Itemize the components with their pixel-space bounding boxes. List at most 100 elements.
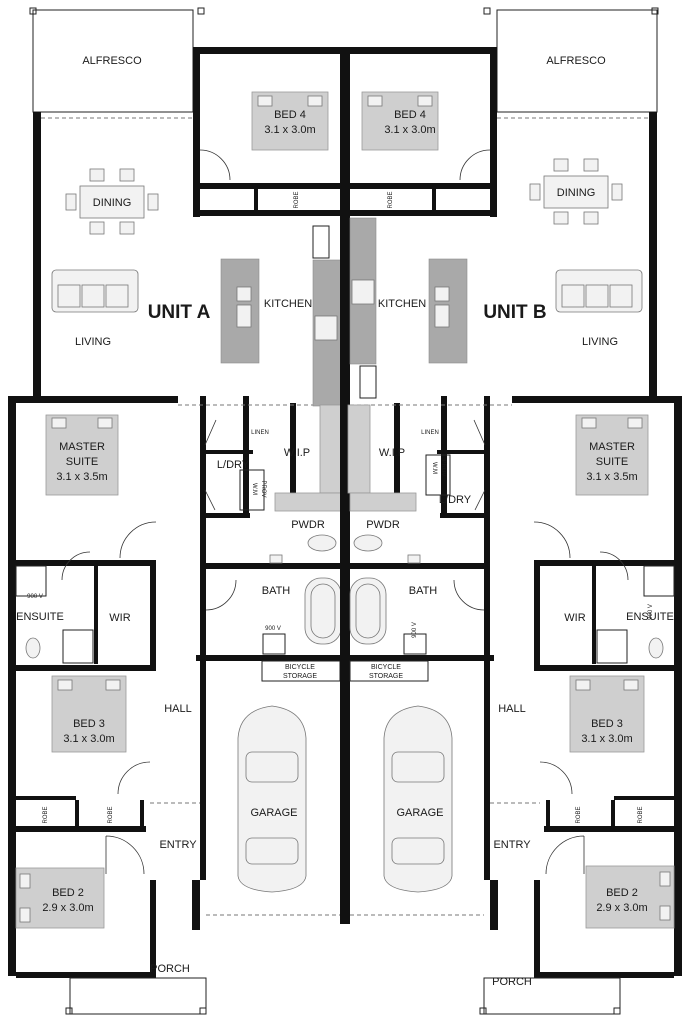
porch-label: PORCH xyxy=(492,976,532,988)
master-suite-b: MASTER SUITE 3.1 x 3.5m xyxy=(533,414,649,559)
bed3-size: 3.1 x 3.0m xyxy=(63,733,114,745)
hall-label: HALL xyxy=(498,703,526,715)
bicycle-label: BICYCLE xyxy=(285,664,315,671)
garage-a: GARAGE xyxy=(237,705,307,893)
bath-label: BATH xyxy=(409,585,438,597)
master-suite-a: MASTER SUITE 3.1 x 3.5m xyxy=(45,414,157,559)
storage-label: STORAGE xyxy=(369,673,403,680)
ensuite-v900-label: 900 V xyxy=(648,604,654,620)
robe-label: ROBE xyxy=(294,191,300,208)
bicycle-storage-b: BICYCLE STORAGE xyxy=(349,660,429,682)
v900-label: 900 V xyxy=(412,622,418,638)
dining-label: DINING xyxy=(93,197,132,209)
bed4-label: BED 4 xyxy=(274,109,306,121)
linen-wip-ldry-a: LINEN W.I.P L/DRY W.M PROV xyxy=(204,404,343,512)
bed2-b: BED 2 2.9 x 3.0m xyxy=(585,865,675,929)
wip-label: W.I.P xyxy=(284,447,310,459)
walls-a xyxy=(8,47,346,978)
unit-a-title: UNIT A xyxy=(148,302,211,323)
bed3-a: BED 3 3.1 x 3.0m ROBE ROBE xyxy=(43,675,151,824)
living-label: LIVING xyxy=(582,336,618,348)
robe-label: ROBE xyxy=(388,191,394,208)
v900-label: 900 V xyxy=(265,626,281,632)
garage-label: GARAGE xyxy=(250,807,297,819)
bed2-robe-label: ROBE xyxy=(576,806,582,823)
bath-a: BATH 900 V xyxy=(205,577,342,655)
bed3-label: BED 3 xyxy=(73,718,105,730)
wip-label: W.I.P xyxy=(379,447,405,459)
master-label: MASTER xyxy=(589,441,635,453)
ldry-label: L/DRY xyxy=(217,459,250,471)
bed2-a: BED 2 2.9 x 3.0m xyxy=(15,867,105,929)
master-label-2: SUITE xyxy=(66,456,98,468)
ensuite-wir-b: 900 V ENSUITE WIR xyxy=(564,551,675,664)
kitchen-label: KITCHEN xyxy=(378,298,426,310)
storage-label: STORAGE xyxy=(283,673,317,680)
porch-b: PORCH xyxy=(479,976,621,1015)
pwdr-a: PWDR xyxy=(269,519,337,564)
living-b: LIVING xyxy=(555,269,643,348)
bed2-size: 2.9 x 3.0m xyxy=(42,902,93,914)
bicycle-storage-a: BICYCLE STORAGE xyxy=(261,660,341,682)
bed4-size: 3.1 x 3.0m xyxy=(264,124,315,136)
living-label: LIVING xyxy=(75,336,111,348)
party-wall xyxy=(340,54,350,924)
ldry-label: L/DRY xyxy=(439,494,472,506)
bed2-robe-label: ROBE xyxy=(108,806,114,823)
dining-b: DINING xyxy=(529,158,623,225)
bed4-a: BED 4 3.1 x 3.0m ROBE xyxy=(199,91,329,209)
alfresco-label: ALFRESCO xyxy=(82,55,142,67)
wm-label: W.M xyxy=(251,483,257,495)
linen-label: LINEN xyxy=(251,430,269,436)
hall-label: HALL xyxy=(164,703,192,715)
bed3-robe-label: ROBE xyxy=(43,806,49,823)
ensuite-label: ENSUITE xyxy=(626,611,674,623)
linen-wip-ldry-b: LINEN W.I.P L/DRY W.M PROV xyxy=(347,404,486,512)
unit-a: ALFRESCO xyxy=(8,7,346,1015)
entry-label: ENTRY xyxy=(493,839,531,851)
bed3-b: BED 3 3.1 x 3.0m ROBE ROBE xyxy=(539,675,645,824)
pwdr-label: PWDR xyxy=(291,519,325,531)
alfresco-label: ALFRESCO xyxy=(546,55,606,67)
master-label-2: SUITE xyxy=(596,456,628,468)
alfresco-b: ALFRESCO xyxy=(483,7,659,113)
bed3-robe-label: ROBE xyxy=(638,806,644,823)
bed2-label: BED 2 xyxy=(606,887,638,899)
living-a: LIVING xyxy=(51,269,139,348)
bed2-size: 2.9 x 3.0m xyxy=(596,902,647,914)
pwdr-label: PWDR xyxy=(366,519,400,531)
bicycle-label: BICYCLE xyxy=(371,664,401,671)
kitchen-label: KITCHEN xyxy=(264,298,312,310)
entry-label: ENTRY xyxy=(159,839,197,851)
linen-label: LINEN xyxy=(421,430,439,436)
wir-label: WIR xyxy=(109,612,130,624)
pwdr-b: PWDR xyxy=(353,519,421,564)
kitchen-a: KITCHEN xyxy=(220,225,342,407)
bed4-size: 3.1 x 3.0m xyxy=(384,124,435,136)
ensuite-v900-label: 900 V xyxy=(27,594,43,600)
garage-b: GARAGE xyxy=(383,705,453,893)
master-size: 3.1 x 3.5m xyxy=(586,471,637,483)
prov-label: PROV xyxy=(440,459,446,476)
kitchen-b: KITCHEN xyxy=(349,217,468,399)
ensuite-wir-a: 900 V ENSUITE WIR xyxy=(15,551,131,664)
walls-b xyxy=(344,47,682,978)
bed4-b: BED 4 3.1 x 3.0m ROBE xyxy=(361,91,491,209)
bed2-label: BED 2 xyxy=(52,887,84,899)
garage-label: GARAGE xyxy=(396,807,443,819)
unit-b-title: UNIT B xyxy=(483,302,546,323)
ensuite-label: ENSUITE xyxy=(16,611,64,623)
bath-label: BATH xyxy=(262,585,291,597)
alfresco-a: ALFRESCO xyxy=(29,7,205,113)
wir-label: WIR xyxy=(564,612,585,624)
bed4-label: BED 4 xyxy=(394,109,426,121)
porch-label: PORCH xyxy=(150,963,190,975)
wm-label: W.M xyxy=(431,462,437,474)
master-label: MASTER xyxy=(59,441,105,453)
bed3-label: BED 3 xyxy=(591,718,623,730)
prov-label: PROV xyxy=(260,480,266,497)
dining-label: DINING xyxy=(557,187,596,199)
dining-a: DINING xyxy=(65,168,159,235)
master-size: 3.1 x 3.5m xyxy=(56,471,107,483)
